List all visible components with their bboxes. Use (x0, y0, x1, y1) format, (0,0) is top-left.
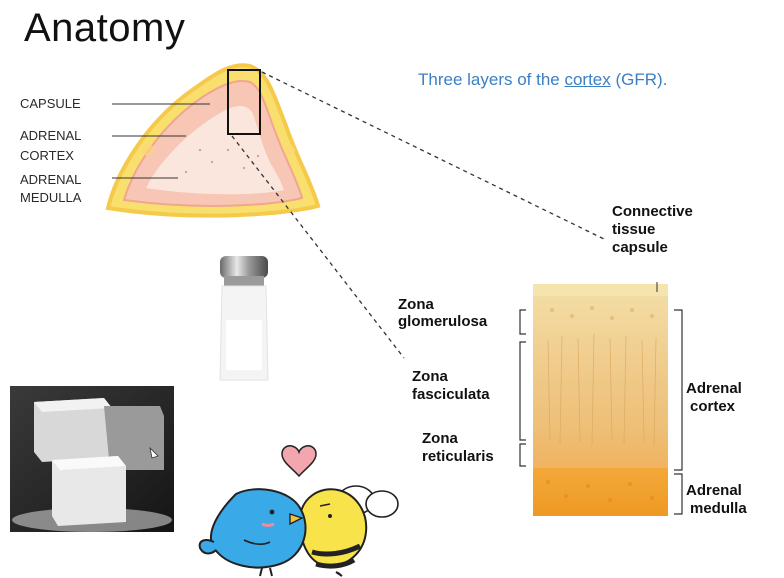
label-adrenal-cortex-line1: ADRENAL (20, 128, 81, 144)
section-capsule-band (533, 284, 668, 296)
label-adrenal-cortex-right-line1: Adrenal (686, 380, 742, 397)
cortex-histology-section (533, 282, 668, 516)
label-adrenal-cortex-line2: CORTEX (20, 148, 74, 164)
heart-icon (282, 446, 316, 476)
region-brackets-right (674, 310, 682, 514)
label-zona-glomerulosa-line1: Zona (398, 296, 434, 313)
label-zona-glomerulosa-line2: glomerulosa (398, 313, 487, 330)
label-adrenal-medulla-line1: ADRENAL (20, 172, 81, 188)
label-connective-line2: tissue (612, 221, 655, 238)
salt-shaker-icon (220, 256, 268, 380)
sugar-cubes-image (10, 386, 174, 532)
label-adrenal-medulla-right-line1: Adrenal (686, 482, 742, 499)
section-medulla-block (533, 468, 668, 516)
label-connective-line3: capsule (612, 239, 668, 256)
label-adrenal-cortex-right-line2: cortex (690, 398, 735, 415)
label-connective-line1: Connective (612, 203, 693, 220)
adrenal-gland-illustration (108, 65, 318, 215)
label-zona-reticularis-line2: reticularis (422, 448, 494, 465)
label-zona-reticularis-line1: Zona (422, 430, 458, 447)
label-adrenal-medulla-line2: MEDULLA (20, 190, 81, 206)
section-cortex-block (533, 284, 668, 470)
label-capsule: CAPSULE (20, 96, 81, 112)
label-zona-fasciculata-line2: fasciculata (412, 386, 490, 403)
bird-and-bee-icon (200, 486, 398, 576)
label-zona-fasciculata-line1: Zona (412, 368, 448, 385)
zone-brackets-left (520, 310, 526, 466)
label-adrenal-medulla-right-line2: medulla (690, 500, 747, 517)
